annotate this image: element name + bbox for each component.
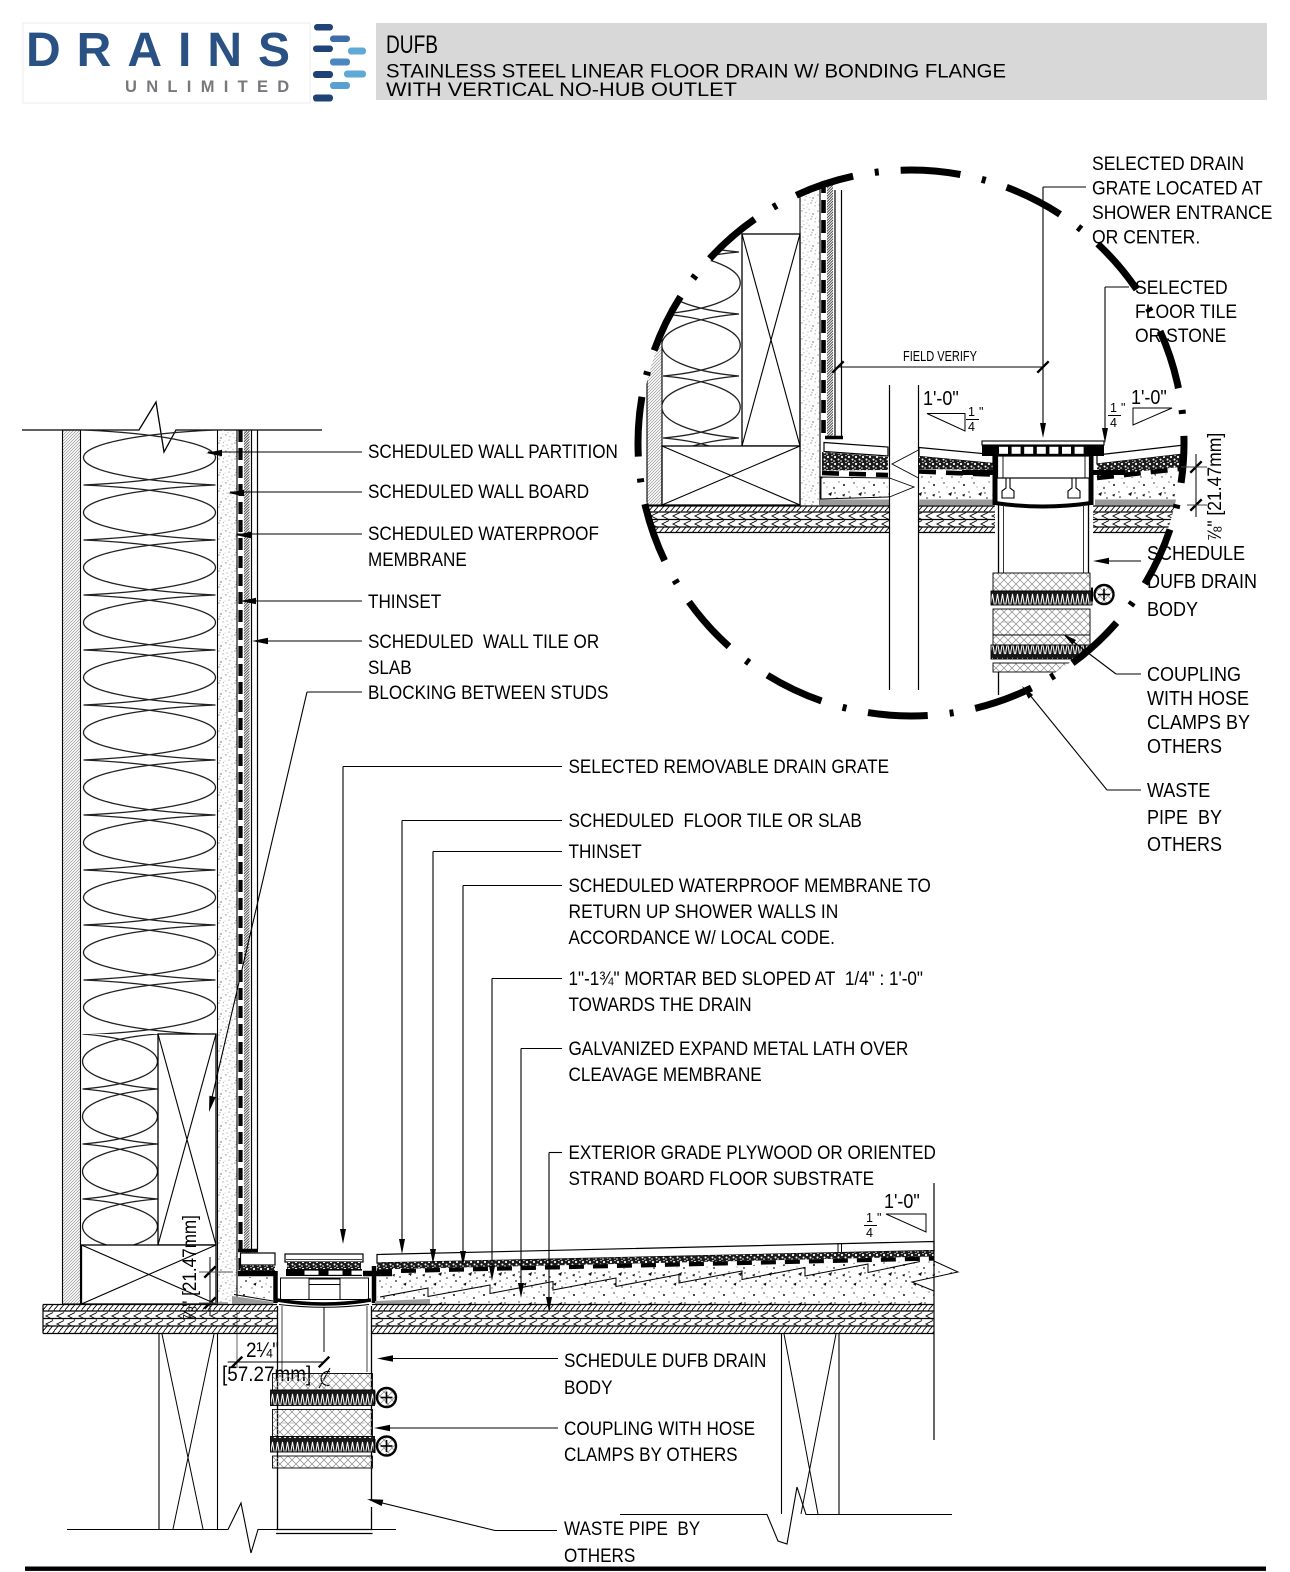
svg-text:SELECTED: SELECTED: [1135, 277, 1228, 299]
svg-text:BLOCKING BETWEEN STUDS: BLOCKING BETWEEN STUDS: [368, 683, 608, 704]
svg-text:PIPE BY: PIPE BY: [1147, 807, 1222, 829]
svg-text:OR STONE: OR STONE: [1135, 325, 1226, 347]
svg-text:": ": [877, 1211, 881, 1225]
svg-text:UNLIMITED: UNLIMITED: [125, 78, 299, 96]
svg-text:4: 4: [1110, 416, 1117, 430]
svg-text:MEMBRANE: MEMBRANE: [368, 550, 467, 571]
svg-text:SLAB: SLAB: [368, 658, 412, 679]
svg-text:1'-0": 1'-0": [884, 1191, 920, 1213]
svg-text:DUFB: DUFB: [386, 31, 438, 59]
svg-text:2¼": 2¼": [246, 1339, 279, 1362]
svg-text:": ": [979, 405, 983, 419]
svg-text:STRAND BOARD FLOOR SUBSTRATE: STRAND BOARD FLOOR SUBSTRATE: [569, 1169, 875, 1190]
svg-text:TOWARDS THE DRAIN: TOWARDS THE DRAIN: [569, 995, 752, 1016]
svg-text:SCHEDULE: SCHEDULE: [1147, 543, 1245, 565]
svg-text:⅞" [21.47mm]: ⅞" [21.47mm]: [1204, 433, 1226, 542]
svg-text:1"-1¾" MORTAR BED SLOPED AT 1: 1"-1¾" MORTAR BED SLOPED AT 1/4" : 1'-0": [569, 969, 924, 990]
svg-text:THINSET: THINSET: [368, 592, 442, 613]
svg-text:WASTE PIPE BY: WASTE PIPE BY: [564, 1519, 700, 1540]
svg-text:SCHEDULED FLOOR TILE OR SLAB: SCHEDULED FLOOR TILE OR SLAB: [569, 811, 862, 832]
svg-text:4: 4: [968, 420, 975, 434]
svg-text:BODY: BODY: [1147, 599, 1198, 621]
svg-text:1'-0": 1'-0": [923, 388, 959, 410]
svg-text:1: 1: [866, 1211, 873, 1225]
svg-text:COUPLING: COUPLING: [1147, 664, 1241, 686]
svg-text:1: 1: [968, 405, 975, 419]
svg-text:SELECTED REMOVABLE DRAIN GRATE: SELECTED REMOVABLE DRAIN GRATE: [569, 757, 890, 778]
svg-text:DRAINS: DRAINS: [26, 24, 306, 77]
svg-text:": ": [1121, 401, 1125, 415]
svg-text:SCHEDULE DUFB DRAIN: SCHEDULE DUFB DRAIN: [564, 1351, 766, 1372]
svg-text:SCHEDULED WATERPROOF: SCHEDULED WATERPROOF: [368, 524, 599, 545]
svg-text:THINSET: THINSET: [569, 842, 643, 863]
svg-text:WITH HOSE: WITH HOSE: [1147, 688, 1249, 710]
svg-text:OTHERS: OTHERS: [564, 1546, 635, 1567]
svg-text:1'-0": 1'-0": [1131, 387, 1167, 409]
svg-text:BODY: BODY: [564, 1378, 613, 1399]
svg-text:RETURN UP SHOWER WALLS IN: RETURN UP SHOWER WALLS IN: [569, 902, 839, 923]
svg-text:GRATE LOCATED AT: GRATE LOCATED AT: [1092, 178, 1263, 200]
svg-text:SCHEDULED WATERPROOF MEMBRANE: SCHEDULED WATERPROOF MEMBRANE TO: [569, 876, 931, 897]
svg-text:1: 1: [1110, 401, 1117, 415]
svg-text:⅞" [21.47mm]: ⅞" [21.47mm]: [180, 1215, 201, 1321]
svg-text:GALVANIZED EXPAND METAL LATH O: GALVANIZED EXPAND METAL LATH OVER: [569, 1039, 909, 1060]
svg-text:ACCORDANCE W/ LOCAL CODE.: ACCORDANCE W/ LOCAL CODE.: [569, 928, 835, 949]
svg-text:SCHEDULED WALL TILE OR: SCHEDULED WALL TILE OR: [368, 632, 599, 653]
svg-text:STAINLESS STEEL LINEAR FLOOR D: STAINLESS STEEL LINEAR FLOOR DRAIN W/ BO…: [386, 62, 1006, 83]
svg-text:FIELD VERIFY: FIELD VERIFY: [903, 349, 977, 365]
svg-text:SHOWER ENTRANCE: SHOWER ENTRANCE: [1092, 202, 1272, 224]
svg-text:WASTE: WASTE: [1147, 780, 1210, 802]
svg-text:4: 4: [866, 1226, 873, 1240]
svg-text:SCHEDULED WALL PARTITION: SCHEDULED WALL PARTITION: [368, 442, 618, 463]
svg-text:CLAMPS BY OTHERS: CLAMPS BY OTHERS: [564, 1445, 738, 1466]
svg-text:OTHERS: OTHERS: [1147, 834, 1222, 856]
svg-text:SELECTED DRAIN: SELECTED DRAIN: [1092, 153, 1244, 175]
svg-text:OTHERS: OTHERS: [1147, 736, 1222, 758]
svg-text:CLEAVAGE MEMBRANE: CLEAVAGE MEMBRANE: [569, 1065, 762, 1086]
svg-text:DUFB DRAIN: DUFB DRAIN: [1147, 571, 1257, 593]
svg-text:WITH VERTICAL NO-HUB OUTLET: WITH VERTICAL NO-HUB OUTLET: [386, 80, 737, 101]
svg-text:SCHEDULED WALL BOARD: SCHEDULED WALL BOARD: [368, 482, 589, 503]
svg-text:FLOOR TILE: FLOOR TILE: [1135, 301, 1237, 323]
svg-text:COUPLING WITH HOSE: COUPLING WITH HOSE: [564, 1419, 755, 1440]
svg-text:EXTERIOR GRADE PLYWOOD OR ORIE: EXTERIOR GRADE PLYWOOD OR ORIENTED: [569, 1143, 936, 1164]
svg-text:CLAMPS BY: CLAMPS BY: [1147, 712, 1250, 734]
svg-text:OR CENTER.: OR CENTER.: [1092, 227, 1200, 249]
